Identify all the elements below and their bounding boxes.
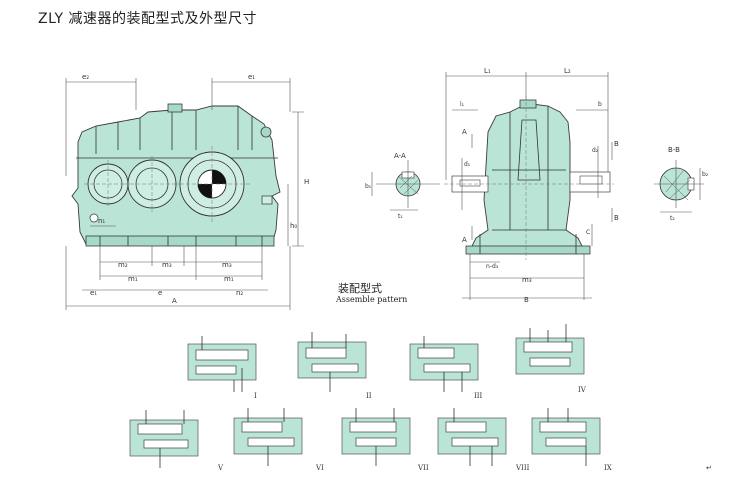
dim-b: b — [598, 101, 602, 108]
corner-mark: ↵ — [706, 464, 712, 472]
dim-m1-a: m₁ — [128, 275, 138, 283]
section-aa: A-A b₁ t₁ — [365, 152, 440, 220]
pattern-V: V — [129, 410, 224, 472]
dim-L1: L₁ — [484, 67, 491, 75]
vent-cap — [167, 103, 183, 113]
pattern-label-VII: VII — [417, 464, 429, 472]
dim-n-d3: n-d₃ — [486, 263, 499, 270]
dim-L2: L₂ — [564, 67, 571, 75]
side-view: L₁ L₂ l₁ b A A d₁ — [444, 67, 619, 304]
dim-n2: n₂ — [236, 289, 243, 297]
dim-h0: h₀ — [290, 222, 297, 230]
pattern-IX: IX — [531, 408, 612, 472]
section-mark-a-bottom: A — [462, 236, 467, 244]
dim-m3-side: m₃ — [522, 276, 532, 284]
pattern-label-IX: IX — [604, 464, 612, 472]
section-bb-label: B-B — [668, 146, 680, 154]
dim-m1-b: m₁ — [224, 275, 234, 283]
assembly-label-en: Assemble pattern — [335, 295, 407, 304]
dim-l1: l₁ — [460, 101, 465, 108]
pattern-label-VI: VI — [315, 464, 324, 472]
pattern-label-IV: IV — [578, 386, 587, 394]
dim-e: e — [158, 289, 162, 297]
pattern-label-V: V — [217, 464, 224, 472]
dim-d2: d₂ — [592, 147, 599, 154]
pattern-I: I — [187, 336, 257, 400]
pattern-VIII: VIII — [437, 408, 530, 472]
front-view: e₂ e₁ H h₀ n₁ m₂ m₃ m₃ m₁ m₁ e₁ e n₂ A — [65, 73, 309, 310]
section-aa-label: A-A — [394, 152, 406, 160]
dim-A: A — [172, 297, 177, 305]
dim-B: B — [524, 296, 529, 304]
dim-e1-bottom: e₁ — [90, 289, 97, 297]
dim-e2: e₂ — [82, 73, 89, 81]
dim-e1-top: e₁ — [248, 73, 255, 81]
pattern-label-I: I — [254, 392, 257, 400]
dim-b1: b₁ — [365, 183, 372, 190]
assembly-label-cn: 装配型式 — [338, 281, 382, 295]
page-title: ZLY 减速器的装配型式及外型尺寸 — [38, 11, 258, 27]
pattern-label-II: II — [366, 392, 372, 400]
dim-d1: d₁ — [464, 161, 471, 168]
section-bb: B-B b₂ t₂ — [654, 146, 709, 222]
pattern-label-III: III — [474, 392, 483, 400]
dim-C: C — [586, 229, 590, 236]
dim-m3-b: m₃ — [222, 261, 232, 269]
section-mark-b-bottom: B — [614, 214, 619, 222]
dim-t1: t₁ — [398, 213, 403, 220]
pattern-VI: VI — [233, 408, 324, 472]
pattern-label-VIII: VIII — [515, 464, 530, 472]
pattern-II: II — [297, 332, 372, 400]
pattern-III: III — [409, 336, 483, 400]
section-mark-a-top: A — [462, 128, 467, 136]
section-mark-b-top: B — [614, 140, 619, 148]
dim-n1: n₁ — [98, 217, 105, 225]
dim-m3-a: m₃ — [162, 261, 172, 269]
lifting-eye — [260, 126, 272, 138]
pattern-VII: VII — [341, 408, 429, 472]
dim-t2: t₂ — [670, 215, 675, 222]
dim-m2: m₂ — [118, 261, 128, 269]
pattern-IV: IV — [515, 324, 587, 394]
dim-b2: b₂ — [702, 171, 709, 178]
dim-H: H — [304, 178, 309, 186]
